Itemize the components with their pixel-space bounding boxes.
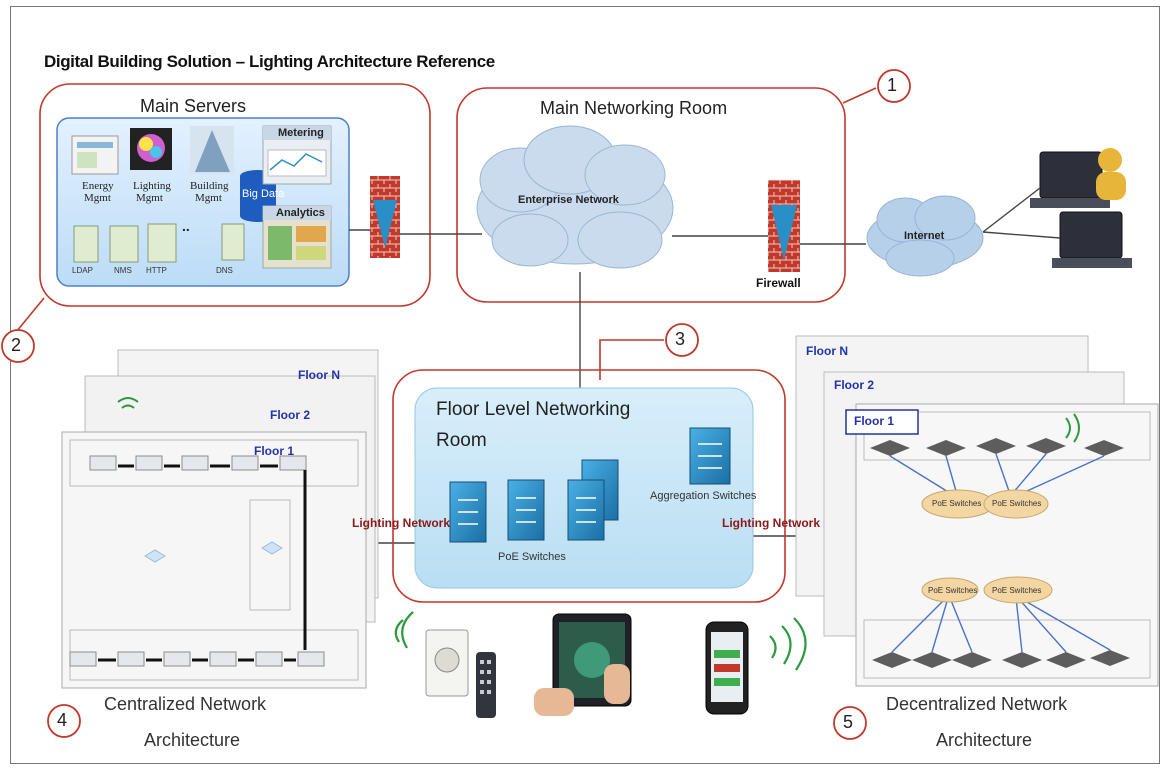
decentralized-floor-plans [795,335,1159,687]
wireless-signal-icons [394,611,807,671]
diagram-title: Digital Building Solution – Lighting Arc… [44,52,495,71]
floor-level-room-heading-line2: Room [436,430,487,451]
main-servers-outline [39,83,431,307]
centralized-label-line2: Architecture [144,730,241,750]
app-label-building-mgmt: Mgmt [195,192,222,204]
callout-3: 3 [675,329,686,349]
centralized-floor-plans [61,349,379,689]
decentralized-label-line2: Architecture [936,730,1033,750]
firewall-label: Firewall [756,276,801,290]
floor-1-label-box-right [845,409,919,435]
lighting-network-label-right: Lighting Network [722,516,820,530]
server-label-dns: DNS [216,266,233,275]
server-label-http: HTTP [146,266,167,275]
internet-cloud [866,195,984,277]
poe-switch-label-4: PoE Switches [992,586,1042,595]
analytics-label: Analytics [276,207,325,219]
decentralized-label-line1: Decentralized Network [886,694,1068,714]
enterprise-network-cloud [476,125,674,269]
app-label-energy-mgmt: Mgmt [84,192,111,204]
centralized-floor-n-label: Floor N [298,368,340,382]
wall-switch-device [425,629,496,718]
floor-level-room-heading-line1: Floor Level Networking [436,399,631,420]
poe-switches-label: PoE Switches [498,551,566,563]
centralized-floor-2-label: Floor 2 [270,408,311,422]
enterprise-network-label: Enterprise Network [518,194,619,206]
poe-switch-label-1: PoE Switches [932,499,982,508]
callout-4: 4 [57,710,68,730]
lighting-network-label-left: Lighting Network [352,516,450,530]
aggregation-switches-label: Aggregation Switches [650,490,757,502]
callout-circles [1,69,911,740]
callout-2: 2 [11,335,22,355]
tablet-device [534,613,632,716]
smartphone-device [705,621,749,715]
app-label-building: Building [190,180,229,192]
poe-switch-label-2: PoE Switches [992,499,1042,508]
decentralized-floor-2-label: Floor 2 [834,378,875,392]
server-icons [73,223,245,263]
metering-label: Metering [278,127,324,139]
main-servers-heading: Main Servers [140,96,247,116]
server-label-ldap: LDAP [72,266,93,275]
centralized-floor-1-label: Floor 1 [254,444,295,458]
decentralized-floor-n-label: Floor N [806,344,848,358]
floor-level-room-outline [392,369,786,603]
main-networking-room-heading: Main Networking Room [540,98,728,118]
centralized-label-line1: Centralized Network [104,694,267,714]
callout-1: 1 [887,75,898,95]
app-label-energy: Energy [82,180,114,192]
callout-5: 5 [843,712,854,732]
server-label-nms: NMS [114,266,132,275]
decentralized-floor-1-label: Floor 1 [854,414,895,428]
servers-ellipsis: .. [182,218,190,234]
internet-label: Internet [904,230,945,242]
poe-switch-label-3: PoE Switches [928,586,978,595]
big-data-label: Big Data [242,188,285,200]
app-label-lighting-mgmt: Mgmt [136,192,163,204]
remote-users-icon [1030,148,1132,268]
app-label-lighting: Lighting [133,180,171,192]
main-networking-room-outline [456,87,846,303]
